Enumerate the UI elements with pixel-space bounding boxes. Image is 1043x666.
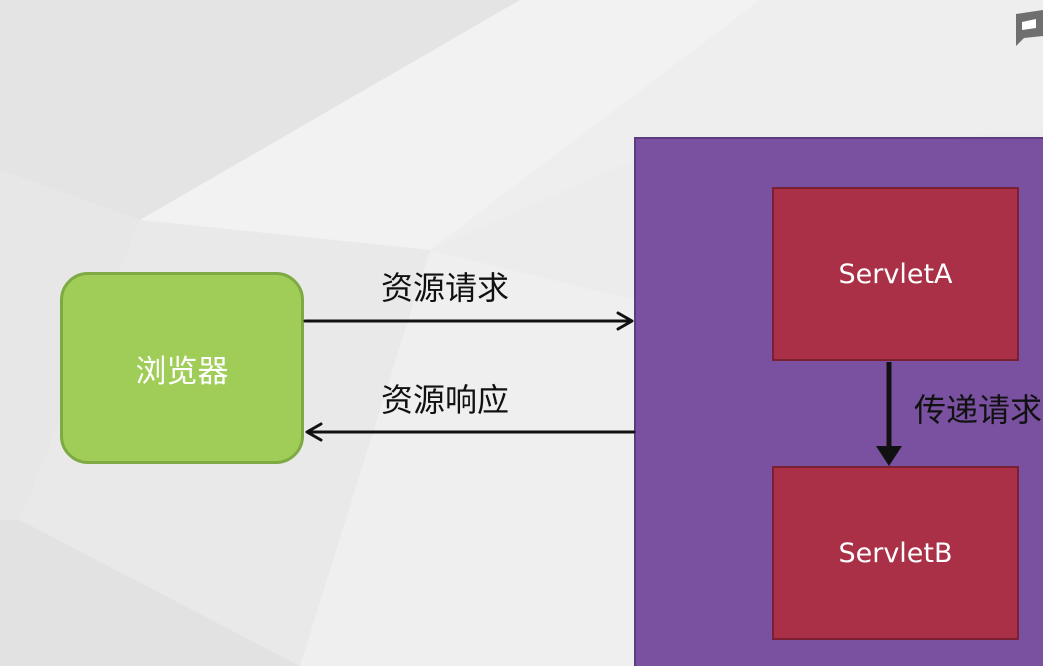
- servlet-b-label: ServletB: [838, 537, 953, 569]
- request-label: 资源请求: [381, 269, 510, 307]
- servlet-b-node: ServletB: [772, 466, 1019, 640]
- browser-node: 浏览器: [60, 272, 304, 464]
- servlet-a-label: ServletA: [838, 258, 953, 290]
- response-label: 资源响应: [381, 381, 510, 419]
- logo-icon: [1016, 10, 1043, 46]
- servlet-a-node: ServletA: [772, 187, 1019, 361]
- forward-label: 传递请求: [914, 391, 1043, 429]
- browser-label: 浏览器: [135, 353, 229, 390]
